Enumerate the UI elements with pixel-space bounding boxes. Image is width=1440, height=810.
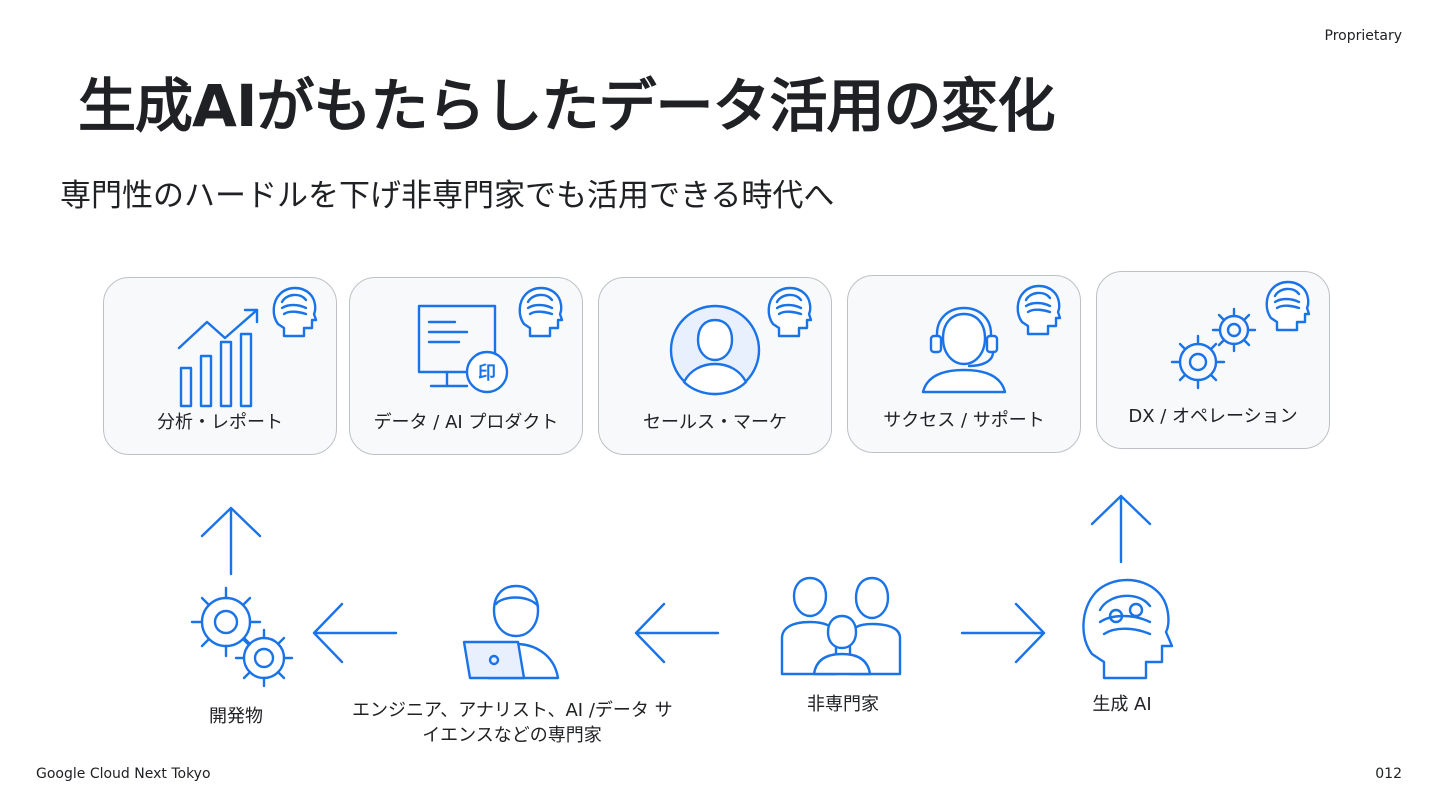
arrow-right-icon	[960, 602, 1046, 664]
people-group-icon	[780, 576, 902, 676]
arrow-up-icon	[1090, 494, 1152, 564]
page-number: 012	[1375, 766, 1402, 782]
card-success-support: サクセス / サポート	[847, 275, 1081, 453]
experts-label-line1: エンジニア、アナリスト、AI /データ サ	[352, 700, 673, 721]
page-title: 生成AIがもたらしたデータ活用の変化	[78, 72, 1055, 140]
monitor-icon: 印	[417, 304, 509, 394]
gears-icon	[190, 586, 294, 688]
page-subtitle: 専門性のハードルを下げ非専門家でも活用できる時代へ	[60, 178, 835, 214]
gears-icon	[1170, 307, 1257, 390]
card-dx-operations: DX / オペレーション	[1096, 271, 1330, 449]
development-label: 開発物	[209, 706, 263, 727]
card-label: サクセス / サポート	[883, 410, 1045, 431]
arrow-up-icon	[200, 506, 262, 576]
arrow-left-icon	[312, 602, 398, 664]
experts-label: エンジニア、アナリスト、AI /データ サ イエンスなどの専門家	[352, 698, 673, 748]
ai-brain-icon	[518, 286, 564, 338]
card-label: データ / AI プロダクト	[373, 412, 559, 433]
experts-label-line2: イエンスなどの専門家	[422, 725, 602, 747]
arrow-left-icon	[634, 602, 720, 664]
ai-brain-icon	[767, 286, 813, 338]
proprietary-label: Proprietary	[1324, 28, 1402, 44]
card-label: 分析・レポート	[157, 412, 283, 433]
non-experts-label: 非専門家	[807, 694, 879, 715]
footer-event-name: Google Cloud Next Tokyo	[36, 766, 211, 782]
card-label: セールス・マーケ	[643, 412, 787, 433]
headset-icon	[921, 306, 1007, 394]
ai-brain-icon	[1265, 280, 1311, 332]
svg-text:印: 印	[478, 363, 496, 384]
ai-brain-icon	[1082, 578, 1174, 680]
ai-brain-icon	[272, 286, 318, 338]
chart-icon	[177, 308, 259, 408]
ai-brain-icon	[1016, 284, 1062, 336]
card-sales-marketing: セールス・マーケ	[598, 277, 832, 455]
gen-ai-label: 生成 AI	[1092, 694, 1152, 715]
card-label: DX / オペレーション	[1128, 406, 1298, 427]
person-icon	[669, 304, 761, 396]
card-analysis-report: 分析・レポート	[103, 277, 337, 455]
card-data-ai-product: 印 データ / AI プロダクト	[349, 277, 583, 455]
engineer-laptop-icon	[462, 584, 560, 680]
